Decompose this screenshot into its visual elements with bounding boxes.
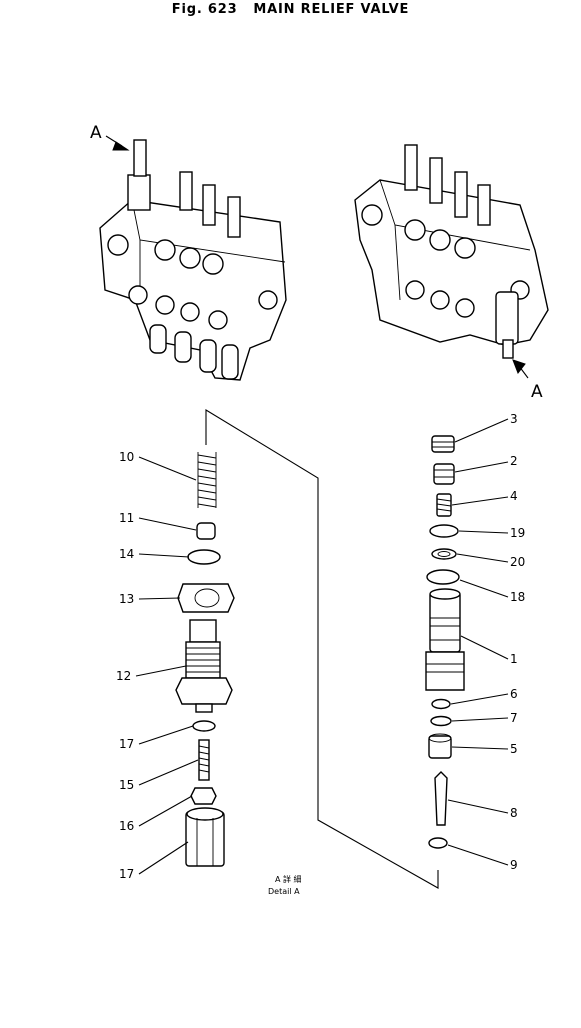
callout-3: 3 [510, 412, 518, 426]
view-label-a-left: A [90, 123, 102, 143]
callout-20: 19 [510, 526, 525, 540]
part-2-piston [433, 463, 455, 485]
detail-caption: A 詳 細 Detail A [268, 874, 302, 896]
callout-19: 18 [510, 590, 525, 604]
callout-1: 1 [510, 652, 518, 666]
detail-caption-jp: A 詳 細 [275, 874, 302, 884]
part-4-spring [436, 493, 452, 517]
callout-14: 14 [119, 547, 134, 561]
part-21-backup-ring [431, 548, 457, 560]
callout-2: 2 [510, 454, 518, 468]
part-5-poppet [428, 733, 452, 759]
figure-title: Fig. 623 MAIN RELIEF VALVE [171, 2, 410, 17]
part-12-valve-body [175, 619, 233, 713]
part-9-washer [428, 837, 448, 849]
part-17-cap-nut [185, 807, 225, 867]
part-19-o-ring [426, 569, 460, 585]
callout-21: 20 [510, 555, 525, 569]
callout-4: 4 [510, 489, 518, 503]
view-a-marker-left: A [90, 123, 130, 151]
callout-8: 8 [510, 806, 518, 820]
control-valve-assembly-left [99, 139, 287, 381]
arrow-icon [512, 359, 526, 375]
callout-9: 9 [510, 858, 518, 872]
part-1-sleeve [425, 588, 465, 691]
part-7-o-ring [430, 715, 452, 727]
part-16-nut [190, 787, 217, 805]
leader-lines [135, 418, 509, 875]
callout-11: 11 [119, 511, 134, 525]
callout-12: 12 [116, 669, 131, 683]
part-18-o-ring [192, 720, 216, 732]
callout-17: 17 [119, 867, 134, 881]
callout-5: 5 [510, 742, 518, 756]
part-15-adjust-screw [198, 739, 210, 781]
part-13-lock-nut [177, 583, 235, 613]
callout-7: 7 [510, 711, 518, 725]
part-10-spring [197, 452, 217, 508]
view-label-a-right: A [531, 382, 543, 402]
control-valve-assembly-right [354, 144, 549, 359]
callout-13: 13 [119, 592, 134, 606]
callout-10: 10 [119, 450, 134, 464]
part-3-plug [431, 435, 455, 453]
callout-16: 16 [119, 819, 134, 833]
part-8-pin [434, 771, 448, 826]
arrow-icon [112, 141, 130, 151]
view-a-marker-right: A [512, 359, 543, 402]
callout-15: 15 [119, 778, 134, 792]
part-11-retainer [196, 522, 216, 540]
callout-6: 6 [510, 687, 518, 701]
part-14-o-ring [187, 549, 221, 565]
part-20-o-ring [429, 524, 459, 538]
callout-labels: 3 2 4 19 20 18 1 6 7 5 8 9 10 11 14 13 1… [116, 412, 525, 881]
assembly-connector-lines [205, 409, 439, 889]
detail-caption-en: Detail A [268, 887, 300, 896]
part-6-o-ring [431, 698, 451, 710]
callout-18: 17 [119, 737, 134, 751]
